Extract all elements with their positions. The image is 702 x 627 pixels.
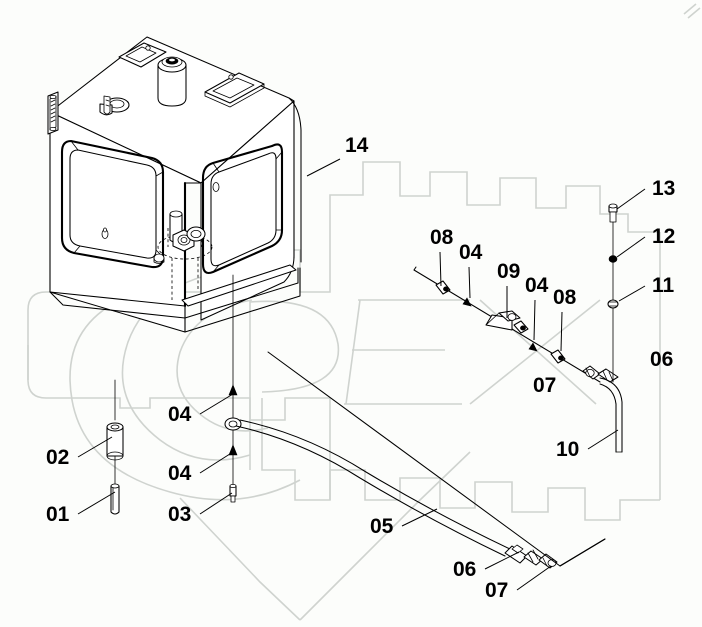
bent-return-tube: [599, 377, 623, 453]
right-vertical-rod: [607, 203, 619, 383]
tank-recess-right: [201, 143, 284, 275]
leader-lines: [77, 158, 646, 591]
callout-01: 01: [46, 503, 70, 526]
spacer-bushing-part: [106, 422, 124, 461]
callout-06-a: 06: [453, 558, 476, 581]
callout-04-d: 04: [525, 274, 549, 297]
bolt-top-part: [608, 203, 618, 223]
tank-outlet-cluster: [153, 210, 213, 300]
hose-fitting-lower-part: [504, 544, 544, 566]
callout-labels: 01 02 03 04 04 05 06 07 08 04 09 04 08 1…: [46, 134, 675, 602]
clamp-08-left: [435, 280, 451, 295]
diagonal-tube-assembly: [413, 266, 619, 383]
clamp-04-mid-right: [528, 342, 538, 352]
callout-04-c: 04: [459, 241, 483, 264]
tank-port-fitting: [99, 97, 130, 116]
clamp-04-upper-mid: [462, 297, 472, 307]
callout-10: 10: [556, 438, 579, 461]
watermark-layer: [27, 3, 701, 621]
tank-clip: [103, 95, 111, 115]
callout-06-b: 06: [650, 348, 673, 371]
washer-upper-part: [608, 255, 618, 263]
access-plate-right: [204, 72, 265, 108]
sight-gauge: [47, 91, 59, 135]
callout-11: 11: [652, 274, 675, 297]
bracket-block-09: [485, 310, 529, 334]
callout-05: 05: [370, 515, 394, 538]
hydraulic-hose-assembly: [235, 351, 606, 569]
nut-lower-part: [607, 299, 619, 309]
callout-03: 03: [168, 503, 191, 526]
pin-and-bushing-assembly: [106, 379, 124, 515]
callout-08-a: 08: [430, 226, 454, 249]
callout-09: 09: [497, 260, 520, 283]
clamp-08-right: [550, 349, 566, 364]
coupling-07-upper: [582, 365, 601, 380]
hydraulic-oil-tank: [47, 36, 302, 333]
callout-13: 13: [652, 177, 675, 200]
callout-12: 12: [652, 225, 675, 248]
pin-rod-part: [110, 483, 120, 515]
tank-recess-left: [60, 139, 165, 269]
callout-04-a: 04: [168, 403, 192, 426]
coupling-lower-part: [538, 553, 558, 569]
center-vertical-stack: [224, 274, 242, 503]
callout-04-b: 04: [168, 462, 192, 485]
callout-02: 02: [46, 446, 69, 469]
callout-07-b: 07: [533, 374, 556, 397]
callout-14: 14: [345, 134, 369, 157]
filler-cap: [157, 56, 187, 107]
callout-08-b: 08: [553, 286, 577, 309]
callout-07-a: 07: [485, 579, 508, 602]
access-plate-left: [118, 42, 167, 68]
